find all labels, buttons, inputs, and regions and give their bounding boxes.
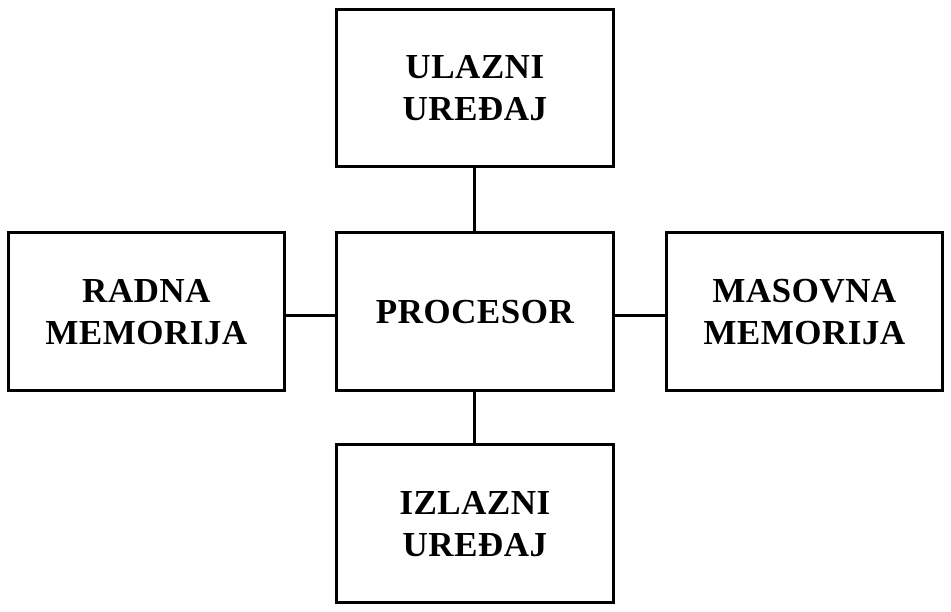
mass-storage-box: MASOVNA MEMORIJA	[665, 231, 944, 392]
mass-storage-label-line2: MEMORIJA	[703, 312, 906, 352]
mass-storage-label-line1: MASOVNA	[712, 270, 897, 310]
processor-box: PROCESOR	[335, 231, 615, 392]
connector-processor-output	[473, 392, 476, 443]
input-device-label-line2: UREĐAJ	[402, 89, 548, 128]
connector-processor-storage	[615, 314, 665, 317]
main-memory-label-line1: RADNA	[82, 270, 211, 310]
input-device-box: ULAZNI UREĐAJ	[335, 8, 615, 168]
connector-memory-processor	[286, 314, 335, 317]
connector-input-processor	[473, 168, 476, 231]
processor-label: PROCESOR	[375, 291, 575, 331]
main-memory-label-line2: MEMORIJA	[45, 312, 248, 352]
output-device-label-line2: UREĐAJ	[402, 524, 548, 564]
main-memory-box: RADNA MEMORIJA	[7, 231, 286, 392]
output-device-box: IZLAZNI UREĐAJ	[335, 443, 615, 604]
input-device-label-line1: ULAZNI	[405, 47, 545, 86]
output-device-label-line1: IZLAZNI	[399, 482, 551, 522]
